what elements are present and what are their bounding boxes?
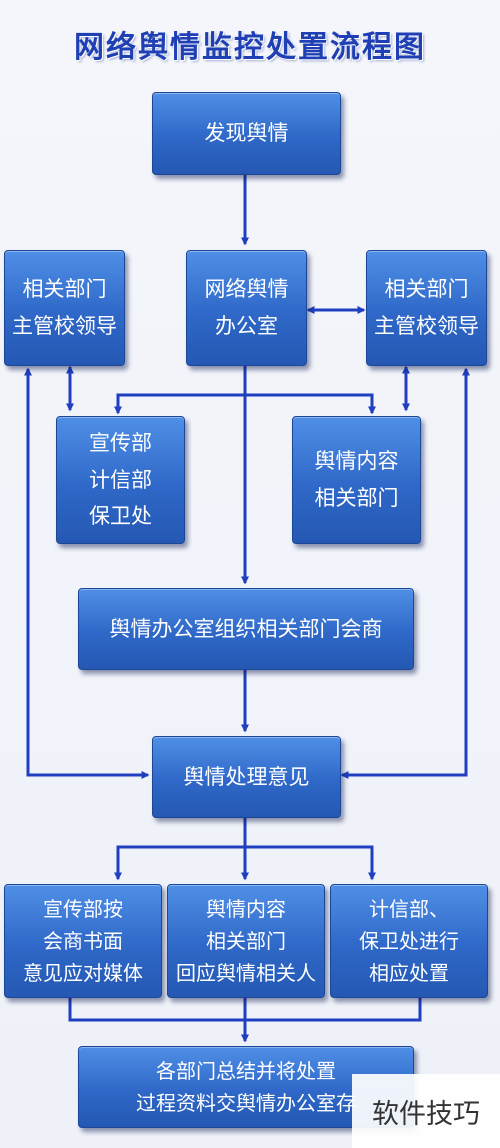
node-reply-people: 舆情内容 相关部门 回应舆情相关人 <box>167 884 325 998</box>
node-discover: 发现舆情 <box>152 92 341 175</box>
node-propaganda-label: 宣传部 计信部 保卫处 <box>89 430 152 529</box>
arrow-opinion-branch-left <box>114 845 245 881</box>
arrow-merge-right <box>245 998 422 1022</box>
watermark-badge: 软件技巧 <box>352 1074 500 1148</box>
node-discover-label: 发现舆情 <box>204 121 289 146</box>
arrow-opinion-branch-right <box>245 845 376 881</box>
node-it-security: 计信部、 保卫处进行 相应处置 <box>330 884 488 998</box>
arrow-opinion-right-leaders <box>340 367 470 779</box>
node-content-depts-label: 舆情内容 相关部门 <box>314 449 399 510</box>
node-left-leaders: 相关部门 主管校领导 <box>4 250 125 366</box>
node-reply-people-label: 舆情内容 相关部门 回应舆情相关人 <box>176 897 316 985</box>
arrow-opinion-left-leaders <box>24 367 150 779</box>
node-propaganda: 宣传部 计信部 保卫处 <box>56 416 185 544</box>
node-opinion-label: 舆情处理意见 <box>183 764 310 789</box>
arrow-merge-left <box>68 998 245 1022</box>
arrow-office-branch-right <box>245 393 376 415</box>
node-reply-media-label: 宣传部按 会商书面 意见应对媒体 <box>23 897 143 985</box>
node-content-depts: 舆情内容 相关部门 <box>292 416 421 544</box>
node-summary-label: 各部门总结并将处置 过程资料交舆情办公室存 <box>136 1059 356 1115</box>
node-opinion: 舆情处理意见 <box>152 736 341 818</box>
node-office-label: 网络舆情 办公室 <box>204 277 289 338</box>
diagram-title: 网络舆情监控处置流程图 <box>74 30 426 65</box>
node-right-leaders: 相关部门 主管校领导 <box>366 250 487 366</box>
arrow-office-branch-left <box>114 393 245 415</box>
node-office: 网络舆情 办公室 <box>186 250 307 366</box>
node-consult: 舆情办公室组织相关部门会商 <box>78 588 414 670</box>
node-reply-media: 宣传部按 会商书面 意见应对媒体 <box>4 884 162 998</box>
node-consult-label: 舆情办公室组织相关部门会商 <box>109 616 383 641</box>
node-it-security-label: 计信部、 保卫处进行 相应处置 <box>359 897 459 985</box>
watermark-text: 软件技巧 <box>372 1098 480 1130</box>
node-left-leaders-label: 相关部门 主管校领导 <box>12 277 117 338</box>
node-right-leaders-label: 相关部门 主管校领导 <box>374 277 479 338</box>
